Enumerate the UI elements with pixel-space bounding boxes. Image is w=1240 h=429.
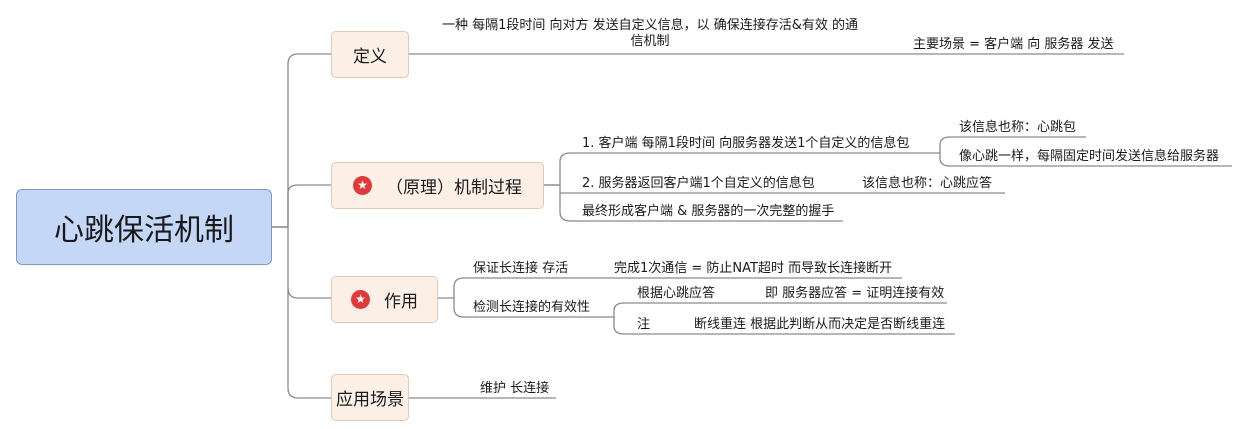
mechanism-final[interactable]: 最终形成客户端 & 服务器的一次完整的握手	[582, 204, 835, 219]
node-function[interactable]: ★ 作用	[331, 276, 438, 323]
node-usage[interactable]: 应用场景	[331, 374, 409, 421]
connector-mechanism-step2	[544, 184, 1005, 194]
definition-text-line2: 信机制	[630, 34, 670, 49]
connector-mechanism-step1	[544, 152, 930, 186]
definition-text-line1: 一种 每隔1段时间 向对方 发送自定义信息，以 确保连接存活&有效 的通	[441, 18, 859, 33]
node-mechanism-label: （原理）机制过程	[386, 178, 522, 198]
connector-root-definition	[272, 53, 331, 228]
root-node-label: 心跳保活机制	[54, 213, 234, 248]
connector-root-usage	[287, 288, 331, 399]
root-node[interactable]: 心跳保活机制	[16, 189, 272, 265]
star-icon: ★	[351, 290, 370, 309]
mechanism-step1[interactable]: 1. 客户端 每隔1段时间 向服务器发送1个自定义的信息包	[582, 136, 910, 151]
connector-detect-b	[613, 317, 955, 335]
function-keepalive-detail[interactable]: 完成1次通信 = 防止NAT超时 而导致长连接断开	[614, 261, 893, 276]
node-definition[interactable]: 定义	[331, 31, 409, 78]
connector-detect-a	[600, 302, 947, 318]
mechanism-step2-a[interactable]: 该信息也称：心跳应答	[862, 176, 993, 191]
mechanism-step1-a[interactable]: 该信息也称：心跳包	[959, 120, 1077, 135]
detect-a[interactable]: 根据心跳应答	[637, 286, 716, 301]
node-definition-label: 定义	[353, 47, 387, 67]
connector-step1-a	[930, 136, 1086, 154]
star-icon: ★	[353, 176, 372, 195]
function-keepalive[interactable]: 保证长连接 存活	[473, 261, 569, 276]
usage-item[interactable]: 维护 长连接	[480, 381, 550, 396]
connector-function-detect	[453, 298, 600, 318]
detect-a-detail[interactable]: 即 服务器应答 = 证明连接有效	[765, 286, 945, 301]
connector-step1-b	[939, 153, 1232, 167]
detect-b[interactable]: 注	[637, 317, 651, 332]
function-detect[interactable]: 检测长连接的有效性	[473, 300, 591, 315]
node-usage-label: 应用场景	[336, 390, 404, 410]
detect-b-detail[interactable]: 断线重连 根据此判断从而决定是否断线重连	[694, 317, 946, 332]
definition-scenario[interactable]: 主要场景 = 客户端 向 服务器 发送	[913, 37, 1114, 52]
connector-root-function	[272, 226, 331, 299]
definition-text[interactable]: 一种 每隔1段时间 向对方 发送自定义信息，以 确保连接存活&有效 的通 信机制	[430, 18, 870, 50]
connector-mechanism-final	[559, 193, 843, 222]
mechanism-step1-b[interactable]: 像心跳一样，每隔固定时间发送信息给服务器	[959, 149, 1220, 164]
node-mechanism[interactable]: ★ （原理）机制过程	[331, 162, 544, 209]
connector-root-mechanism	[272, 184, 331, 228]
connector-function-keepalive	[438, 277, 902, 299]
node-function-label: 作用	[384, 292, 418, 312]
mechanism-step2[interactable]: 2. 服务器返回客户端1个自定义的信息包	[582, 176, 815, 191]
